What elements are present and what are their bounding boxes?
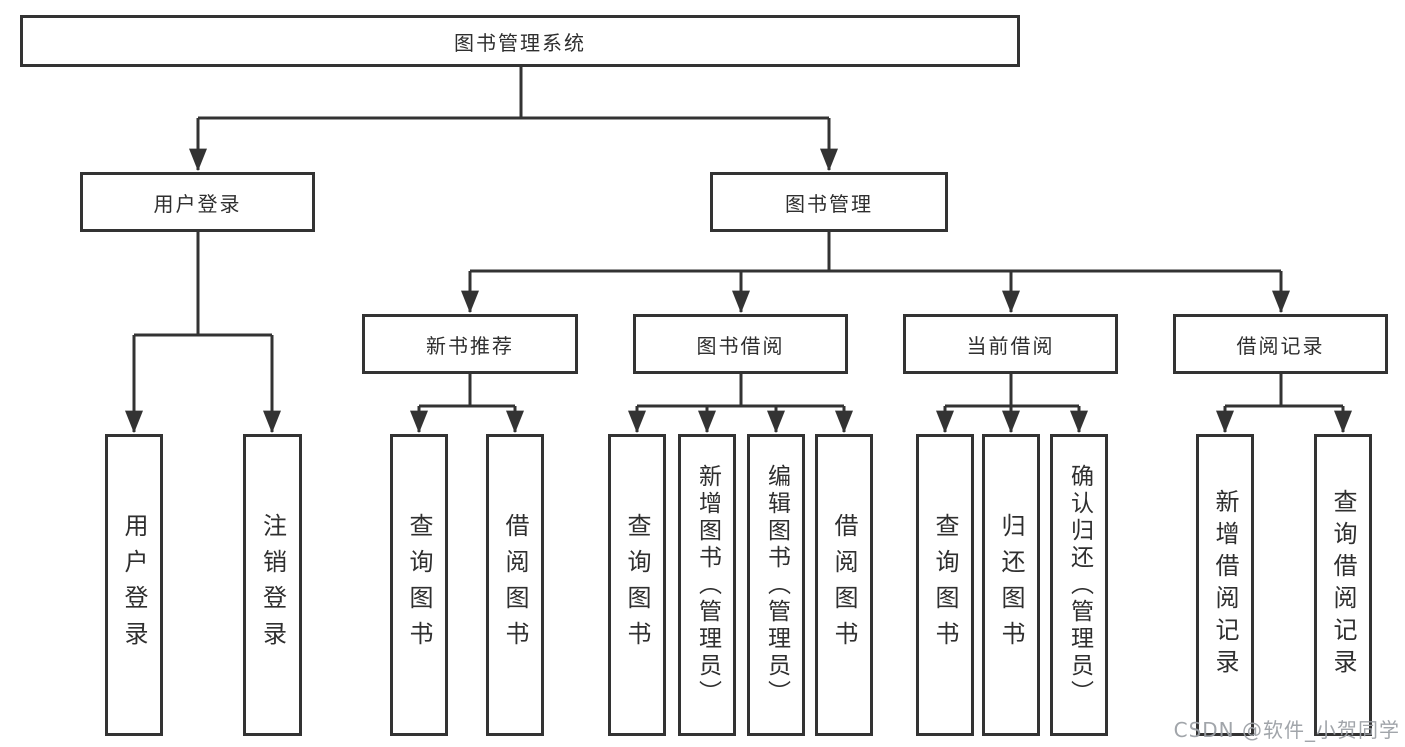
leaf-borrow-books: 借阅图书 bbox=[815, 434, 873, 736]
leaf-label: 确认归还（管理员） bbox=[1066, 463, 1093, 707]
node-current-borrow: 当前借阅 bbox=[903, 314, 1118, 374]
leaf-add-borrow-record: 新增借阅记录 bbox=[1196, 434, 1254, 736]
leaf-label: 新增借阅记录 bbox=[1211, 489, 1239, 681]
watermark: CSDN @软件_小贺同学 bbox=[1173, 718, 1400, 742]
leaf-label: 借阅图书 bbox=[501, 513, 529, 657]
leaf-return-books: 归还图书 bbox=[982, 434, 1040, 736]
leaf-label: 新增图书（管理员） bbox=[694, 463, 721, 707]
leaf-label: 查询图书 bbox=[405, 513, 433, 657]
leaf-label: 注销登录 bbox=[258, 513, 287, 657]
leaf-query-books-recommend: 查询图书 bbox=[390, 434, 448, 736]
leaf-logout: 注销登录 bbox=[243, 434, 302, 736]
leaf-user-login: 用户登录 bbox=[105, 434, 163, 736]
leaf-query-borrow-record: 查询借阅记录 bbox=[1314, 434, 1372, 736]
leaf-label: 归还图书 bbox=[997, 513, 1025, 657]
node-root-book-management-system: 图书管理系统 bbox=[20, 15, 1020, 67]
leaf-query-books-current: 查询图书 bbox=[916, 434, 974, 736]
leaf-borrow-books-recommend: 借阅图书 bbox=[486, 434, 544, 736]
leaf-label: 用户登录 bbox=[120, 513, 148, 657]
leaf-edit-books-admin: 编辑图书（管理员） bbox=[747, 434, 805, 736]
tree-edges bbox=[125, 66, 1352, 434]
node-borrow-records: 借阅记录 bbox=[1173, 314, 1388, 374]
leaf-label: 查询图书 bbox=[931, 513, 959, 657]
leaf-label: 查询图书 bbox=[623, 513, 651, 657]
node-book-management: 图书管理 bbox=[710, 172, 948, 232]
node-book-borrow: 图书借阅 bbox=[633, 314, 848, 374]
leaf-add-books-admin: 新增图书（管理员） bbox=[678, 434, 736, 736]
leaf-query-books-borrow: 查询图书 bbox=[608, 434, 666, 736]
leaf-label: 编辑图书（管理员） bbox=[763, 463, 790, 707]
leaf-label: 查询借阅记录 bbox=[1329, 489, 1357, 681]
node-user-login: 用户登录 bbox=[80, 172, 315, 232]
node-new-book-recommend: 新书推荐 bbox=[362, 314, 578, 374]
leaf-label: 借阅图书 bbox=[830, 513, 858, 657]
leaf-confirm-return-admin: 确认归还（管理员） bbox=[1050, 434, 1108, 736]
